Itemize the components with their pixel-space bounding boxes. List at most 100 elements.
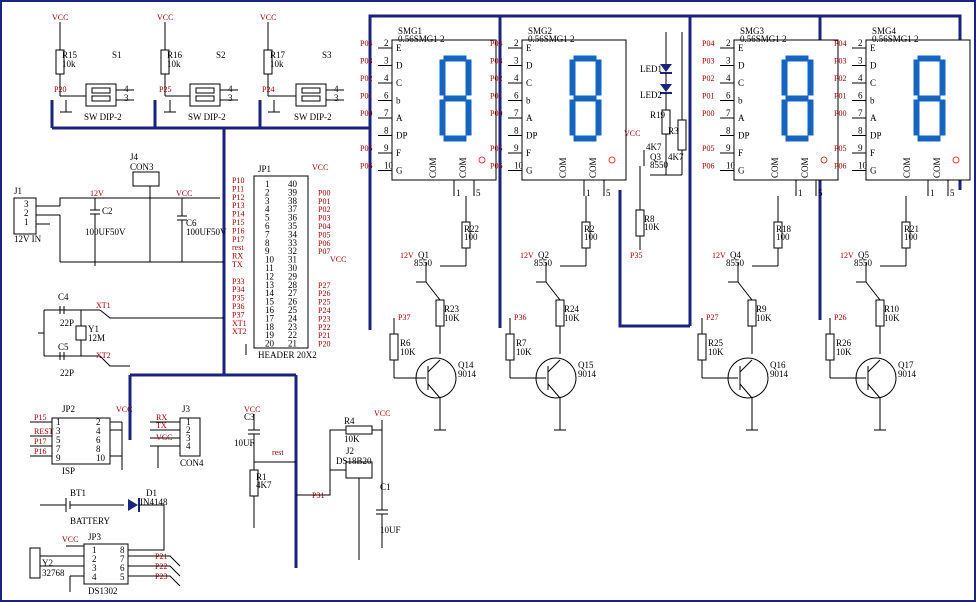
vcc-label: VCC xyxy=(312,163,328,172)
isp-net: P16 xyxy=(34,447,46,456)
segment-net: P02 xyxy=(360,74,372,83)
r3-value: 4K7 xyxy=(668,152,684,162)
jp1-left-net: P37 xyxy=(232,310,244,319)
c1-value: 10UF xyxy=(380,525,401,535)
rb-value: 100 xyxy=(776,232,790,242)
pin-number: 3 xyxy=(92,563,97,573)
net-label: P24 xyxy=(262,85,274,94)
seven-seg-display xyxy=(852,39,971,196)
re-value: 10K xyxy=(400,347,416,357)
segment-letter: b xyxy=(738,96,743,106)
jp1-right-net: P01 xyxy=(318,197,330,206)
c5-value: 22P xyxy=(60,368,74,378)
rb-ref: R21 xyxy=(904,224,919,234)
segment xyxy=(569,59,576,96)
pin-number: 3 xyxy=(514,56,519,66)
jp1-left-net: P15 xyxy=(232,218,244,227)
segment-net: P04 xyxy=(702,39,714,48)
pnp-ref: Q5 xyxy=(858,250,869,260)
display-ref: SMG1 xyxy=(398,26,422,36)
pin-number: 2 xyxy=(384,38,389,48)
isp-net: P15 xyxy=(34,413,46,422)
driver-net: P37 xyxy=(398,313,410,322)
segment-net: P03 xyxy=(834,57,846,66)
pin-number: 2 xyxy=(265,187,270,197)
pin-number: 10 xyxy=(726,161,736,171)
segment xyxy=(807,99,814,136)
jp1-ref: JP1 xyxy=(258,164,271,174)
display-ref: SMG3 xyxy=(740,26,765,36)
jp1-left-net: P13 xyxy=(232,201,244,210)
pin-number: 1 xyxy=(930,188,935,198)
com-label: COM xyxy=(428,157,438,178)
vcc-label: VCC xyxy=(260,13,276,22)
pin-number: 8 xyxy=(265,238,270,248)
jp1-right-net: P24 xyxy=(318,306,330,315)
pin-number: 32 xyxy=(288,246,297,256)
pin-number: 10 xyxy=(265,255,275,265)
c4-ref: C4 xyxy=(58,292,69,302)
segment xyxy=(785,95,809,102)
pin-number: 2 xyxy=(514,38,519,48)
pin-number: 15 xyxy=(265,297,275,307)
xt2-label: XT2 xyxy=(96,351,111,360)
pin-number: 8 xyxy=(384,126,389,136)
pin-number: 3 xyxy=(56,426,61,436)
c6-ref: C6 xyxy=(186,218,197,228)
con4-net: VCC xyxy=(156,433,172,442)
seven-seg-display xyxy=(508,39,627,196)
segment-net: P06 xyxy=(490,162,502,171)
re-value: 10K xyxy=(836,347,852,357)
jp1-left-net: XT1 xyxy=(232,319,247,328)
segment-letter: C xyxy=(738,78,744,88)
segment-net: P05 xyxy=(702,144,714,153)
c3-ref: C3 xyxy=(244,412,255,422)
r3-ref: R3 xyxy=(668,126,679,136)
segment xyxy=(939,99,946,136)
pnp-ref: Q2 xyxy=(538,250,549,260)
jp1-left-net: P11 xyxy=(232,184,244,193)
pin-number: 23 xyxy=(288,322,298,332)
pin-number: 9 xyxy=(726,143,731,153)
segment-letter: D xyxy=(738,61,745,71)
jp1-right-net: P23 xyxy=(318,314,330,323)
segment xyxy=(917,135,941,142)
rc-ref: R9 xyxy=(756,304,767,314)
rb-value: 100 xyxy=(904,232,918,242)
pin-number: 10 xyxy=(858,161,868,171)
segment-letter: C xyxy=(526,78,532,88)
re-ref: R6 xyxy=(400,338,411,348)
rb-ref: R22 xyxy=(464,224,479,234)
led-section xyxy=(635,32,687,250)
jp1-left-net: P36 xyxy=(232,302,244,311)
jp1-left-net: P17 xyxy=(232,235,244,244)
re-ref: R7 xyxy=(516,338,527,348)
jp1-left-net: P10 xyxy=(232,176,244,185)
vcc-label: VCC xyxy=(374,409,390,418)
npn-ref: Q15 xyxy=(578,360,594,370)
r8-value: 10K xyxy=(644,222,660,232)
segment-letter: G xyxy=(738,166,745,176)
segment xyxy=(569,99,576,136)
r4-ref: R4 xyxy=(344,416,355,426)
segment-net: P05 xyxy=(490,144,502,153)
segment-letter: A xyxy=(526,113,533,123)
segment-net: P04 xyxy=(490,39,502,48)
jp1-left-net: P35 xyxy=(232,294,244,303)
pin-number: 2 xyxy=(186,425,191,435)
jp1-right-net: P27 xyxy=(318,281,330,290)
pin-number: 5 xyxy=(120,572,125,582)
segment xyxy=(917,55,941,62)
pin-number: 36 xyxy=(288,213,298,223)
pin-number: 35 xyxy=(288,221,298,231)
isp-part: ISP xyxy=(62,466,75,476)
y1-ref: Y1 xyxy=(88,324,99,334)
segment-net: P06 xyxy=(834,162,846,171)
j2-ref: J2 xyxy=(346,446,354,456)
segment xyxy=(785,55,809,62)
segment-net: P05 xyxy=(360,144,372,153)
digit-driver xyxy=(389,196,471,431)
con4-j3 xyxy=(150,417,201,468)
resistor-value: 10k xyxy=(270,59,284,69)
rc-ref: R10 xyxy=(884,304,900,314)
